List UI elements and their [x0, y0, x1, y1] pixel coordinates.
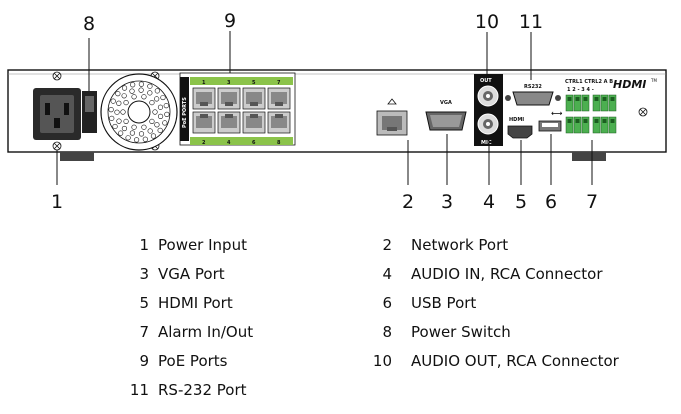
- poe-port-number: 4: [227, 140, 231, 146]
- callout-number-5: 5: [515, 191, 527, 213]
- leader-lines: [56, 31, 593, 185]
- legend-number: 7: [139, 323, 149, 341]
- poe-port-number: 7: [277, 80, 281, 86]
- legend-label: Power Input: [158, 236, 247, 254]
- legend-label: Network Port: [411, 236, 509, 254]
- rs232-label: RS232: [524, 84, 542, 90]
- usb-icon: ⟷: [551, 109, 563, 118]
- legend-number: 4: [382, 265, 392, 283]
- hdmi-small-label: HDMI: [509, 117, 524, 123]
- power-input-socket: [33, 88, 81, 140]
- alarm-terminal-block: [581, 94, 590, 112]
- poe-vertical-label: PoE PORTS: [182, 97, 188, 128]
- poe-jack: [242, 111, 266, 134]
- network-port: [376, 98, 408, 136]
- callout-number-4: 4: [483, 191, 495, 213]
- usb-port: ⟷: [538, 109, 563, 132]
- callout-number-8: 8: [83, 13, 95, 35]
- svg-text:TM: TM: [650, 78, 657, 83]
- legend-label: VGA Port: [158, 265, 225, 283]
- mic-label: MIC: [481, 140, 492, 146]
- poe-port-number: 6: [252, 140, 256, 146]
- callout-number-11: 11: [519, 11, 543, 33]
- rs232-port: RS232: [505, 84, 561, 106]
- poe-port-number: 8: [277, 140, 281, 146]
- poe-port-number: 1: [202, 80, 206, 86]
- poe-jack: [242, 87, 266, 110]
- legend-number: 5: [139, 294, 149, 312]
- legend-label: RS-232 Port: [158, 381, 247, 399]
- callout-number-10: 10: [475, 11, 499, 33]
- legend-number: 11: [129, 381, 149, 399]
- alarm-terminal-block: [608, 94, 617, 112]
- callout-number-1: 1: [51, 191, 63, 213]
- legend-label: AUDIO OUT, RCA Connector: [411, 352, 619, 370]
- device-rear-view: PoE PORTS 1 3 5 7 2 4 6 8 VGA OUT MIC RS232 HDM…: [7, 10, 667, 213]
- callout-number-2: 2: [402, 191, 414, 213]
- callout-number-3: 3: [441, 191, 453, 213]
- callout-number-7: 7: [586, 191, 598, 213]
- vga-port: VGA: [425, 100, 467, 131]
- poe-jack: [192, 87, 216, 110]
- hdmi-port: HDMI: [507, 117, 533, 139]
- alarm-terminal-block: [600, 94, 609, 112]
- callout-number-6: 6: [545, 191, 557, 213]
- alarm-terminal-block: [581, 116, 590, 134]
- poe-jack: [217, 111, 241, 134]
- audio-module: OUT MIC: [474, 74, 503, 146]
- legend-label: Power Switch: [411, 323, 511, 341]
- alarm-number-label: 1 2 - 3 4 -: [567, 87, 594, 93]
- legend-number: 2: [382, 236, 392, 254]
- poe-port-module: PoE PORTS 1 3 5 7 2 4 6 8: [179, 72, 296, 146]
- poe-port-number: 2: [202, 140, 206, 146]
- foot-left: [60, 152, 94, 161]
- alarm-header-label: CTRL1 CTRL2 A B: [565, 79, 613, 85]
- vga-label: VGA: [440, 100, 452, 106]
- poe-jack: [267, 87, 291, 110]
- audio-out-label: OUT: [480, 78, 492, 84]
- legend-number: 3: [139, 265, 149, 283]
- poe-jack: [192, 111, 216, 134]
- alarm-terminal-block: [573, 116, 582, 134]
- legend-label: Alarm In/Out: [158, 323, 254, 341]
- alarm-terminal-block: [592, 94, 601, 112]
- poe-jack: [267, 111, 291, 134]
- legend-number: 1: [139, 236, 149, 254]
- legend-number: 10: [372, 352, 392, 370]
- legend-number: 9: [139, 352, 149, 370]
- alarm-terminal-block: [608, 116, 617, 134]
- legend-number: 6: [382, 294, 392, 312]
- callout-number-9: 9: [224, 10, 236, 32]
- alarm-terminal-block: [592, 116, 601, 134]
- alarm-terminal: CTRL1 CTRL2 A B 1 2 - 3 4 -: [565, 79, 617, 134]
- legend-label: HDMI Port: [158, 294, 233, 312]
- legend-label: USB Port: [411, 294, 477, 312]
- foot-right: [572, 152, 606, 161]
- alarm-terminal-block: [565, 94, 574, 112]
- power-switch: [82, 91, 97, 133]
- legend-label: AUDIO IN, RCA Connector: [411, 265, 603, 283]
- legend-label: PoE Ports: [158, 352, 228, 370]
- fan-grille: [100, 73, 178, 151]
- alarm-terminal-block: [565, 116, 574, 134]
- poe-port-number: 5: [252, 80, 256, 86]
- poe-jack: [217, 87, 241, 110]
- poe-port-number: 3: [227, 80, 231, 86]
- alarm-terminal-block: [600, 116, 609, 134]
- legend-number: 8: [382, 323, 392, 341]
- svg-text:HDMI: HDMI: [613, 78, 646, 91]
- alarm-terminal-block: [573, 94, 582, 112]
- hdmi-logo: HDMI TM: [613, 78, 657, 91]
